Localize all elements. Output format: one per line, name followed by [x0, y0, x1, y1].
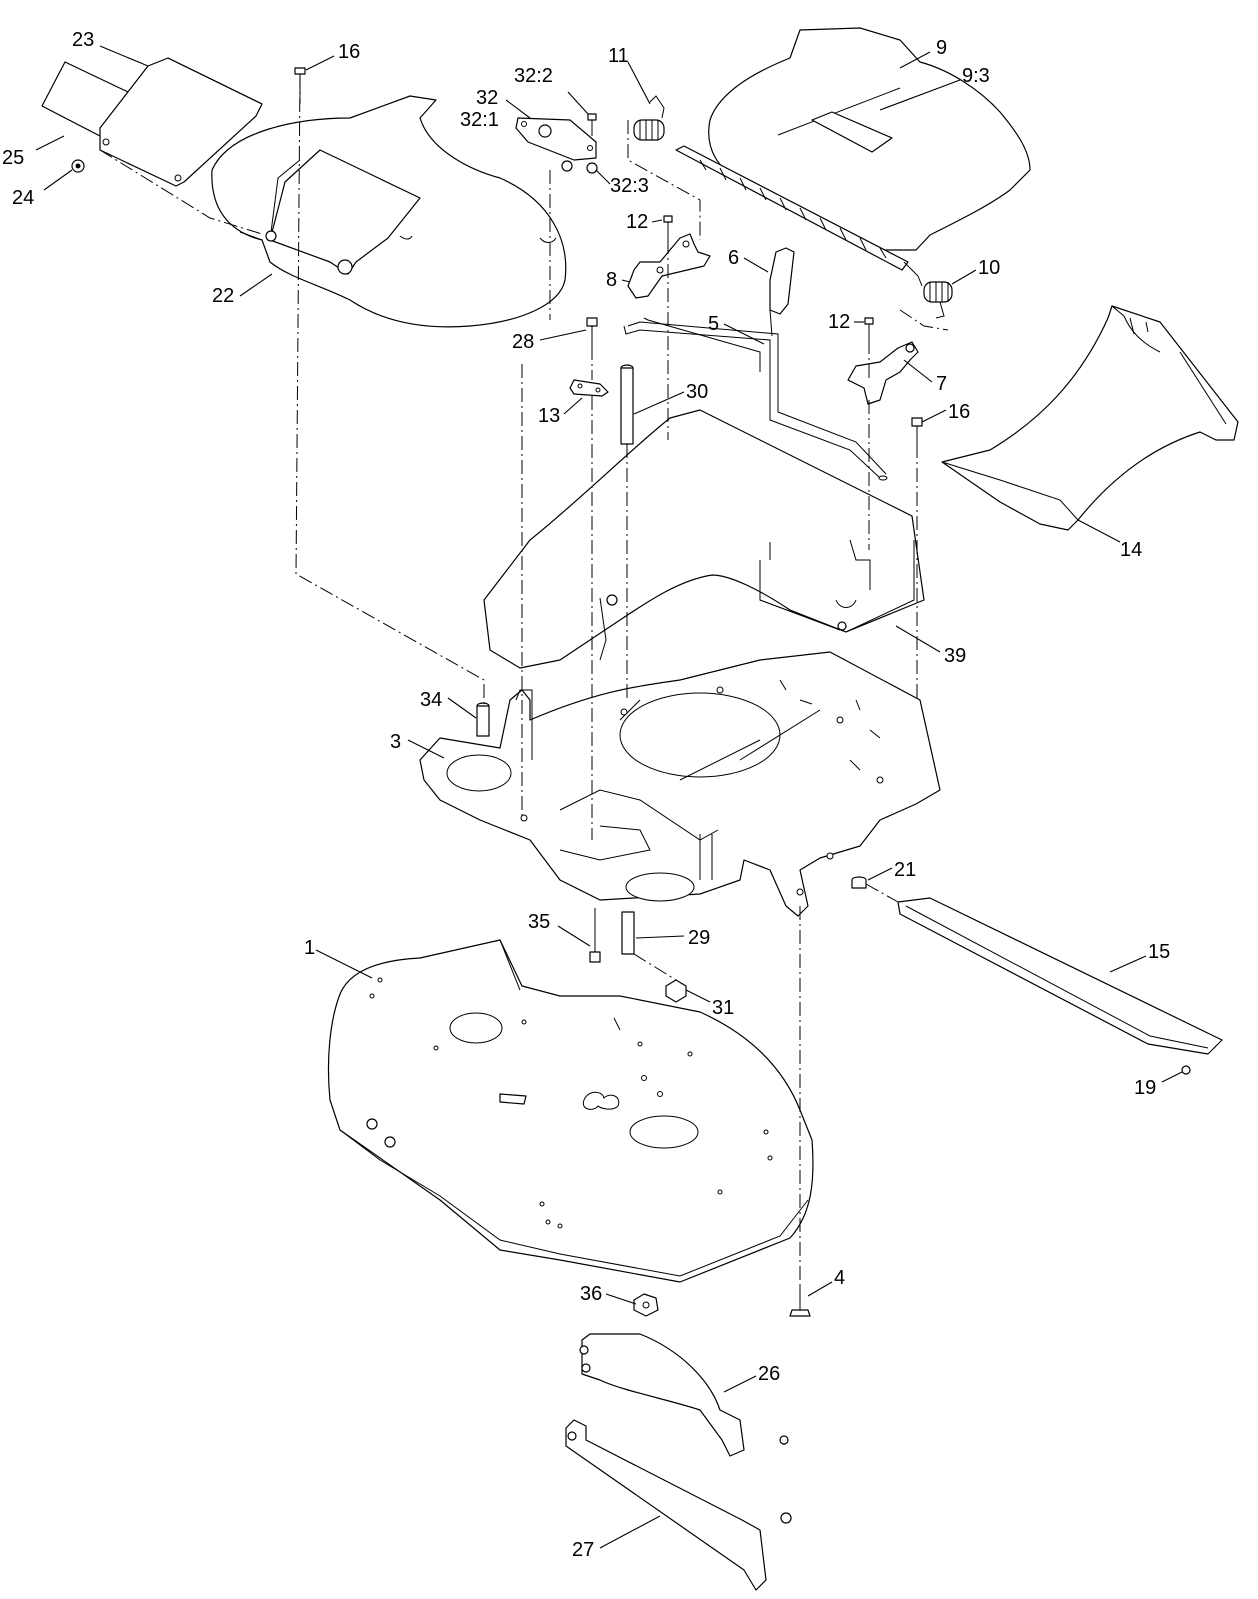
callout-28: 28 [512, 331, 534, 353]
part-32-bracket [515, 113, 598, 174]
callout-21: 21 [894, 859, 916, 881]
part-16-bolt-right [911, 417, 923, 444]
callout-27: 27 [572, 1539, 594, 1561]
part-26-shield [579, 1333, 789, 1457]
part-7-bracket [847, 341, 919, 405]
part-31-nut [665, 979, 687, 1003]
part-10-spring [923, 281, 953, 319]
callout-24: 24 [12, 187, 34, 209]
part-24-nut [71, 159, 85, 173]
callout-9: 9 [936, 37, 947, 59]
part-3-frame [419, 651, 941, 917]
callout-16: 16 [338, 41, 360, 63]
part-23-plate [99, 57, 263, 187]
callout-22: 22 [212, 285, 234, 307]
callout-13: 13 [538, 405, 560, 427]
callout-7: 7 [936, 373, 947, 395]
callout-26: 26 [758, 1363, 780, 1385]
part-12-bolt-b [864, 317, 874, 340]
callout-8: 8 [606, 269, 617, 291]
part-1-deck [327, 939, 814, 1283]
callout-30: 30 [686, 381, 708, 403]
part-21-bumper [851, 876, 867, 889]
part-5-lever-rod [623, 309, 888, 481]
callout-12: 12 [626, 211, 648, 233]
callout-10: 10 [978, 257, 1000, 279]
callout-32-1: 32:1 [460, 109, 499, 131]
part-35-bolt [589, 908, 601, 963]
callout-34: 34 [420, 689, 442, 711]
callout-1: 1 [304, 937, 315, 959]
callout-5: 5 [708, 313, 719, 335]
callout-16: 16 [948, 401, 970, 423]
part-11-spring [633, 95, 665, 141]
part-30-rod [620, 364, 634, 445]
callout-35: 35 [528, 911, 550, 933]
callout-39: 39 [944, 645, 966, 667]
callout-23: 23 [72, 29, 94, 51]
part-14-footrest [941, 305, 1239, 531]
callout-32: 32 [476, 87, 498, 109]
callout-31: 31 [712, 997, 734, 1019]
part-36-nut [633, 1293, 659, 1317]
part-6-handle [769, 247, 795, 315]
callout-9-3: 9:3 [962, 65, 990, 87]
part-28-bolt [586, 317, 598, 346]
part-12-bolt-a [663, 215, 673, 240]
part-15-rail [897, 897, 1223, 1055]
part-22-cover [211, 95, 567, 328]
callout-36: 36 [580, 1283, 602, 1305]
callout-25: 25 [2, 147, 24, 169]
part-39-console [483, 409, 925, 669]
leader-lines [35, 45, 1183, 1549]
part-34-spacer [476, 702, 490, 737]
callout-6: 6 [728, 247, 739, 269]
callout-32-3: 32:3 [610, 175, 649, 197]
assembly-lines [99, 73, 949, 1284]
callout-32-2: 32:2 [514, 65, 553, 87]
part-19-screw [1181, 1065, 1191, 1075]
callout-4: 4 [834, 1267, 845, 1289]
callout-15: 15 [1148, 941, 1170, 963]
callout-12: 12 [828, 311, 850, 333]
callout-11: 11 [608, 45, 629, 67]
part-4-bolt [789, 1284, 811, 1317]
callout-19: 19 [1134, 1077, 1156, 1099]
part-27-bar [565, 1419, 792, 1591]
callout-3: 3 [390, 731, 401, 753]
part-13-clip [569, 379, 609, 397]
part-29-spacer [621, 911, 635, 955]
callout-labels: 23 16 11 9 9:3 32:2 32 32:1 25 24 32:3 1… [2, 29, 1170, 1561]
callout-29: 29 [688, 927, 710, 949]
part-8-bracket [627, 233, 711, 299]
callout-14: 14 [1120, 539, 1142, 561]
